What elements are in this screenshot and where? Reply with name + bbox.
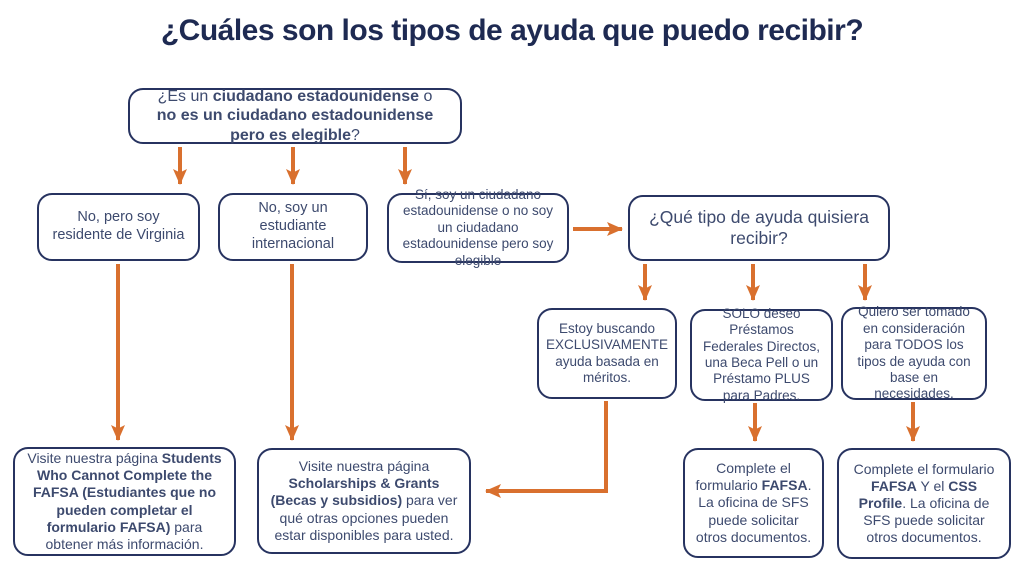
node-text: Sí, soy un ciudadano estadounidense o no… (402, 186, 554, 268)
node-text: ¿Qué tipo de ayuda quisiera recibir? (649, 206, 869, 248)
node-text-segment: o (419, 87, 433, 105)
node-text: No, soy un estudiante internacional (251, 200, 335, 252)
node-text-segment: Complete el formulario (853, 460, 995, 477)
node-merit-only: Estoy buscando EXCLUSIVAMENTE ayuda basa… (537, 308, 677, 399)
node-aid-type-question: ¿Qué tipo de ayuda quisiera recibir? (628, 195, 890, 261)
arrow-merit-to-scholarships (485, 401, 608, 498)
node-federal-loans-only: SOLO deseo Préstamos Federales Directos,… (690, 306, 833, 403)
node-text-segment: Complete el formulario (695, 460, 791, 494)
flowchart-title: ¿Cuáles son los tipos de ayuda que puedo… (160, 14, 864, 47)
node-text: SOLO deseo Préstamos Federales Directos,… (702, 305, 821, 403)
node-text: Quiero ser tomado en consideración para … (857, 304, 971, 402)
node-text-segment: FAFSA (761, 477, 808, 494)
node-citizenship-question: ¿Es un ciudadano estadounidense o no es u… (128, 88, 462, 144)
node-international-student: No, soy un estudiante internacional (218, 193, 368, 261)
node-text: Visite nuestra página Scholarships & Gra… (267, 458, 461, 543)
node-text-segment: FAFSA (870, 477, 917, 494)
node-text-segment: Y el (916, 477, 949, 494)
node-visit-scholarships-page: Visite nuestra página Scholarships & Gra… (257, 448, 471, 554)
node-text: Visite nuestra página Students Who Canno… (23, 450, 226, 552)
node-text: Complete el formulario FAFSA. La oficina… (693, 460, 814, 545)
node-all-need-based: Quiero ser tomado en consideración para … (841, 304, 987, 402)
node-text-segment: no es un ciudadano estadounidense (156, 107, 434, 125)
node-text-segment: para ver qué otras opciones pueden estar… (274, 492, 458, 543)
node-text: Complete el formulario FAFSA Y el CSS Pr… (847, 461, 1001, 546)
node-text-segment: ciudadano estadounidense (212, 87, 420, 105)
node-text-segment: ¿Es un (157, 87, 213, 105)
node-text: No, pero soy residente de Virginia (52, 209, 185, 243)
node-citizen-or-eligible: Sí, soy un ciudadano estadounidense o no… (387, 187, 569, 268)
node-resident-virginia: No, pero soy residente de Virginia (37, 193, 200, 261)
node-text-segment: . La oficina de SFS puede solicitar otro… (863, 494, 990, 546)
node-text-segment: pero es elegible (230, 126, 351, 144)
node-text-segment: . La oficina de SFS puede solicitar otro… (695, 477, 812, 545)
node-text-segment: ? (351, 126, 360, 144)
node-complete-fafsa-css: Complete el formulario FAFSA Y el CSS Pr… (837, 448, 1011, 559)
node-complete-fafsa: Complete el formulario FAFSA. La oficina… (683, 448, 824, 558)
node-text-segment: Students Who Cannot Complete the FAFSA (… (32, 450, 222, 535)
node-visit-fafsa-page: Visite nuestra página Students Who Canno… (13, 447, 236, 556)
node-text-segment: CSS Profile (858, 477, 978, 511)
node-text-segment: Scholarships & Grants (Becas y subsidios… (270, 475, 440, 509)
node-text: Estoy buscando EXCLUSIVAMENTE ayuda basa… (546, 320, 669, 385)
node-text-segment: Visite nuestra página (27, 450, 162, 467)
node-text-segment: Visite nuestra página (298, 458, 430, 475)
node-text-segment: para obtener más información. (45, 518, 204, 552)
node-text: ¿Es un ciudadano estadounidense o no es u… (157, 87, 433, 146)
